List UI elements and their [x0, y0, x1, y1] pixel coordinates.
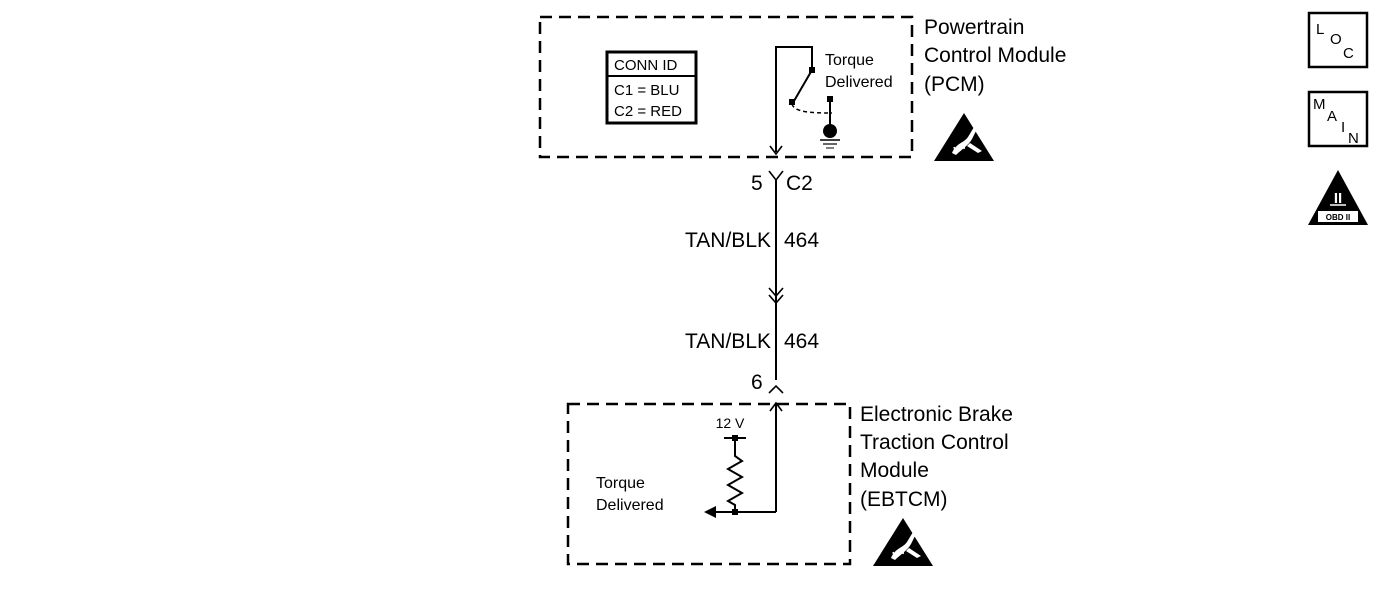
conn-id-box: CONN ID C1 = BLU C2 = RED [605, 50, 698, 125]
wire-circuit-lower: 464 [784, 330, 819, 353]
connector-c2-pin: 5 [751, 172, 763, 195]
ebtcm-module: Electronic Brake Traction Control Module… [566, 402, 1013, 567]
ebtcm-name-line-2: Traction Control [860, 431, 1009, 454]
resistor-icon [725, 441, 745, 512]
ebtcm-connector-symbol [768, 384, 784, 394]
pcm-signal-label-line-2: Delivered [825, 74, 893, 91]
connector-c2-symbol [768, 170, 784, 182]
obd-label: OBD II [1326, 213, 1350, 222]
pcm-pin-arrow [769, 145, 783, 156]
main-letter-3: I [1341, 119, 1345, 136]
ebtcm-name-line-3: Module [860, 459, 929, 482]
loc-letter-3: C [1343, 45, 1354, 62]
main-letter-1: M [1313, 96, 1326, 113]
ebtcm-name-line-1: Electronic Brake [860, 403, 1013, 426]
main-letter-2: A [1327, 108, 1337, 125]
loc-badge[interactable]: L O C [1307, 11, 1369, 69]
esd-warning-icon [872, 517, 934, 567]
ebtcm-signal-label-line-2: Delivered [596, 497, 664, 514]
circuit-464-wire: 5 C2 TAN/BLK 464 TAN/BLK 464 6 [685, 170, 819, 394]
ebtcm-name-line-4: (EBTCM) [860, 488, 948, 511]
obd-ii-badge[interactable]: II OBD II [1308, 170, 1368, 225]
esd-warning-icon [933, 112, 995, 162]
ebtcm-connector-pin: 6 [751, 371, 763, 394]
ebtcm-supply-voltage: 12 V [716, 415, 745, 431]
pcm-signal-label-line-1: Torque [825, 52, 874, 69]
ebtcm-input-arrow [769, 401, 783, 412]
pcm-name-line-3: (PCM) [924, 73, 985, 96]
wire-color-lower: TAN/BLK [685, 330, 771, 353]
ebtcm-module-boundary [566, 402, 852, 566]
loc-letter-1: L [1316, 21, 1324, 38]
ebtcm-signal-arrow [704, 506, 716, 518]
pcm-switch-circuit: Torque Delivered [769, 46, 893, 156]
pcm-output-line [775, 46, 813, 152]
ebtcm-signal-label-line-1: Torque [596, 475, 645, 492]
conn-id-row-1: C1 = BLU [614, 82, 679, 99]
conn-id-title: CONN ID [614, 57, 678, 74]
obd-symbol: II [1334, 190, 1342, 207]
connector-c2-name: C2 [786, 172, 813, 195]
pcm-name-line-2: Control Module [924, 44, 1066, 67]
ground-icon [820, 139, 840, 149]
main-badge[interactable]: M A I N [1307, 90, 1369, 148]
pcm-module: Powertrain Control Module (PCM) [538, 15, 1066, 162]
ebtcm-input-circuit: 12 V Torque Delivered [596, 401, 783, 518]
conn-id-border [605, 50, 698, 125]
wire-color-upper: TAN/BLK [685, 229, 771, 252]
main-letter-4: N [1348, 130, 1359, 147]
pcm-module-boundary [538, 15, 914, 159]
pcm-name-line-1: Powertrain [924, 16, 1024, 39]
wire-circuit-upper: 464 [784, 229, 819, 252]
loc-letter-2: O [1330, 31, 1342, 48]
conn-id-row-2: C2 = RED [614, 103, 682, 120]
